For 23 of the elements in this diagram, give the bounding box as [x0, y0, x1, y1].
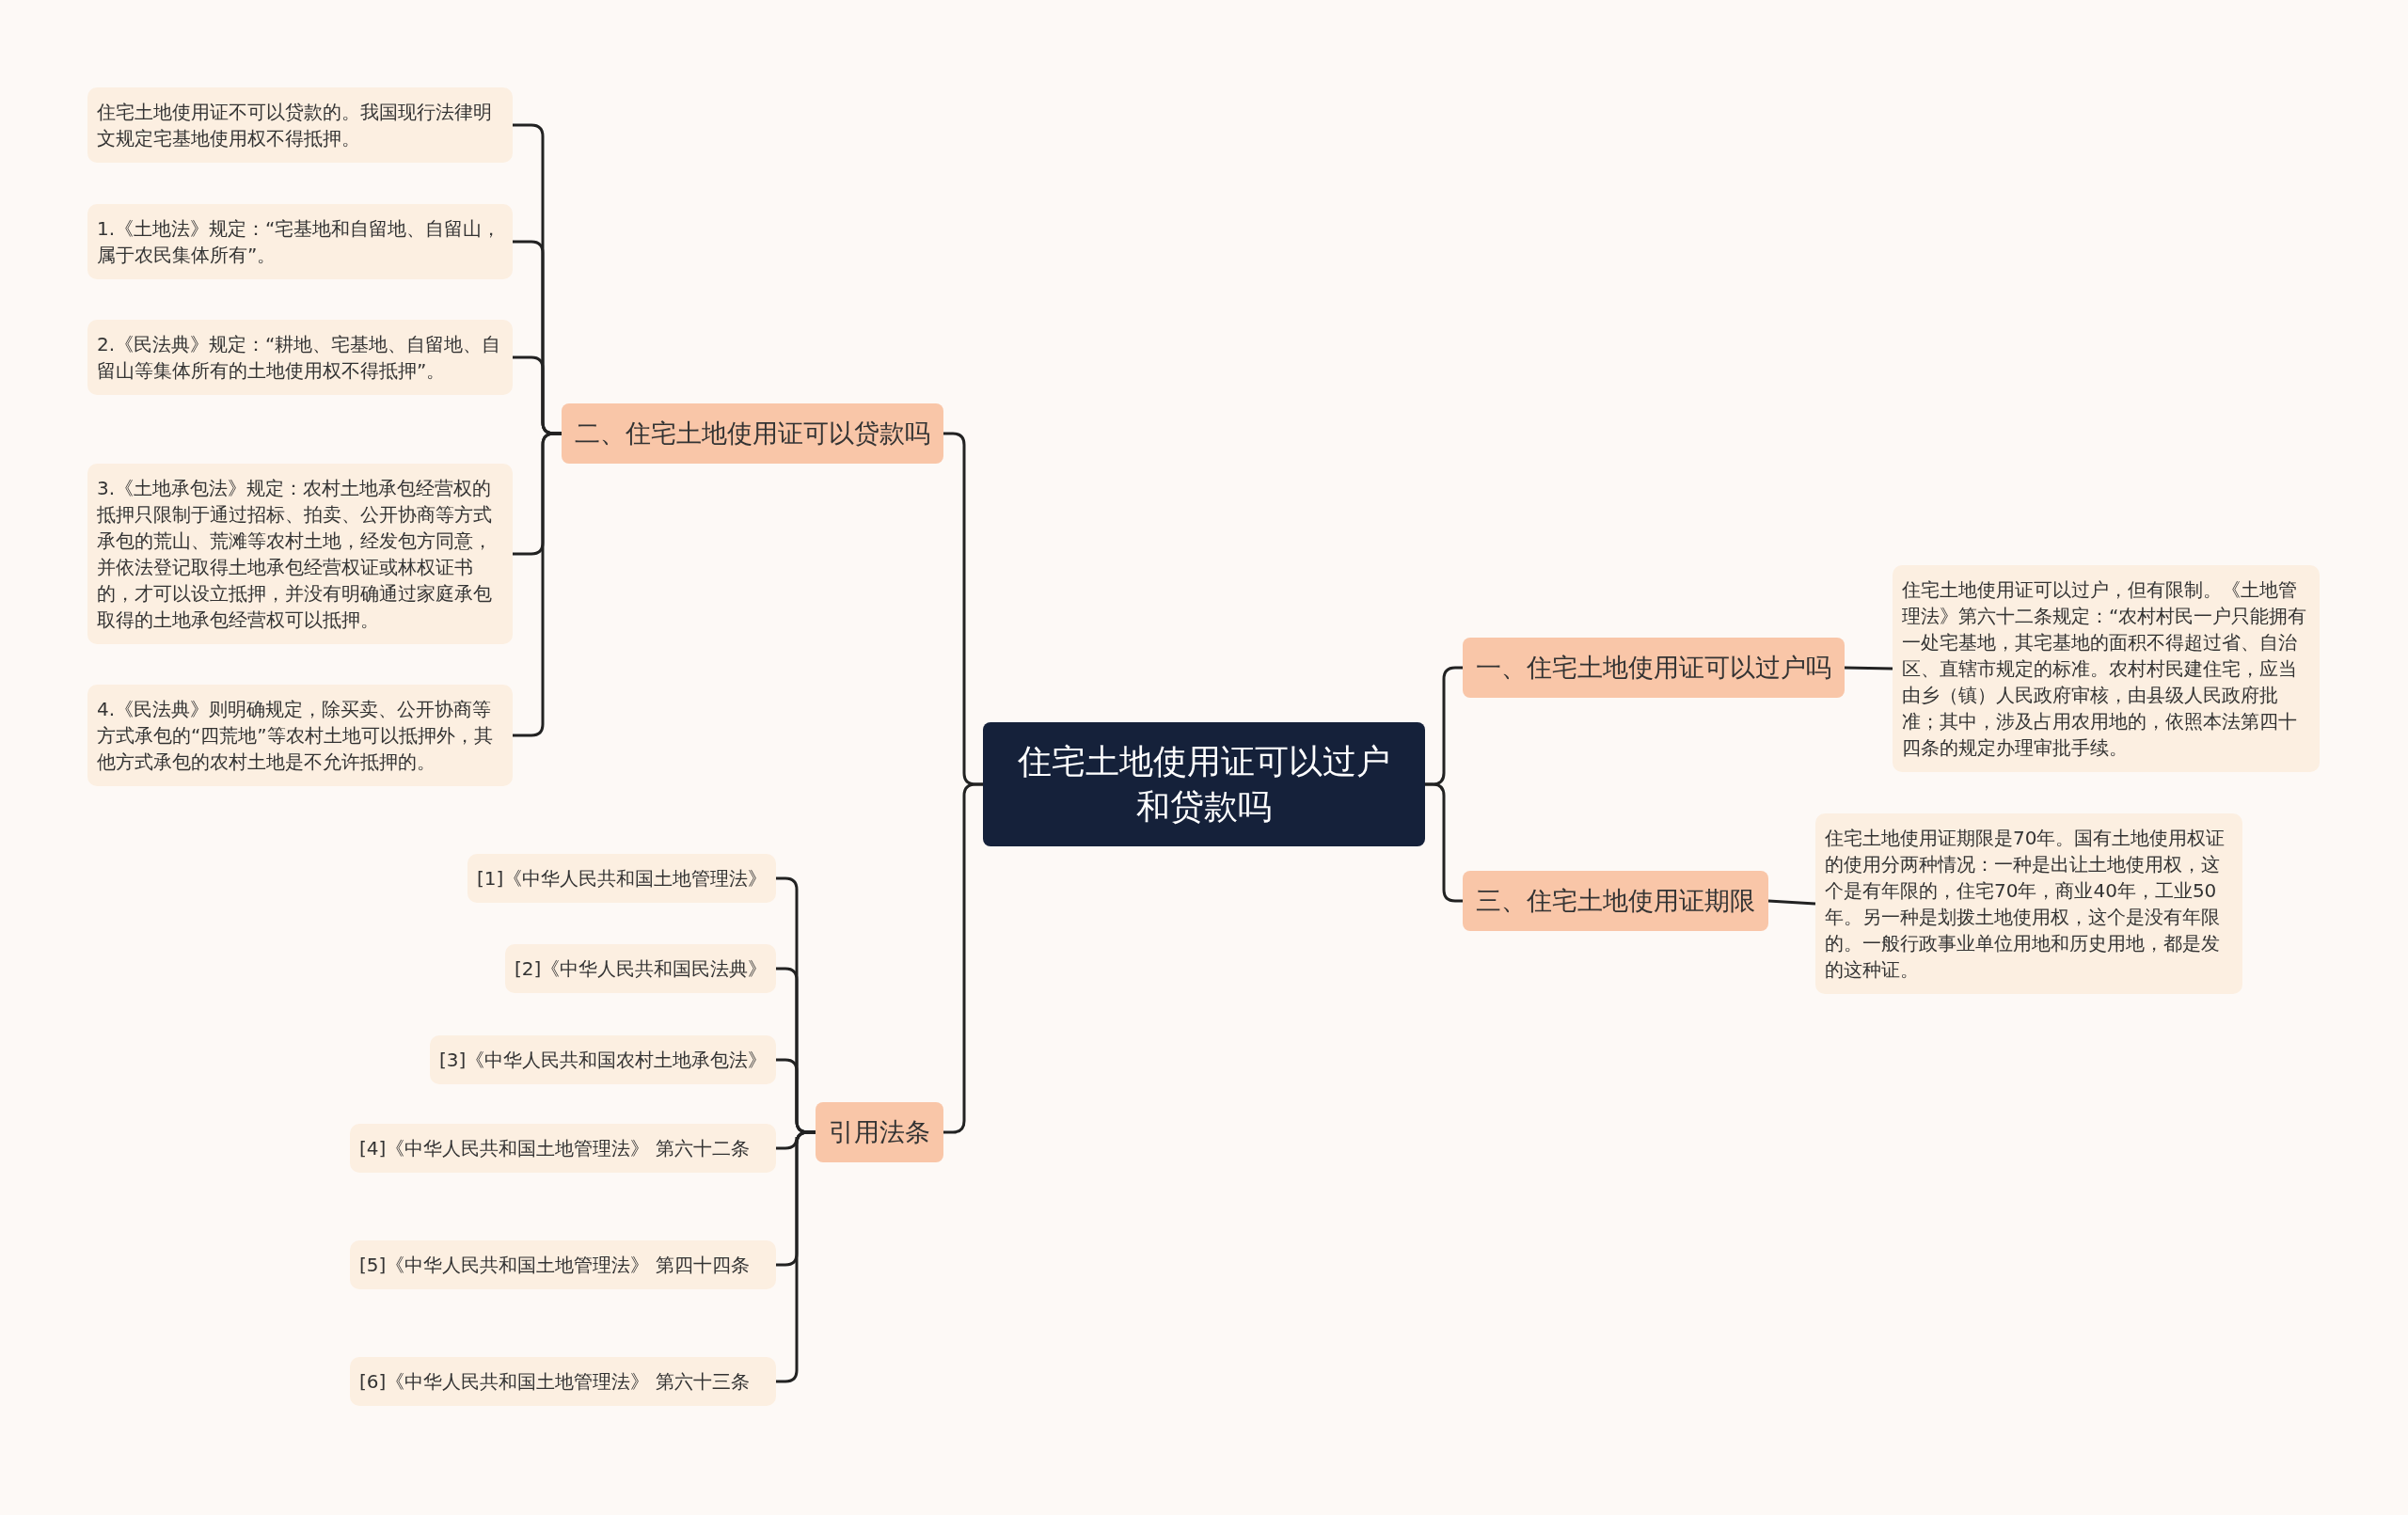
note-box: [6]《中华人民共和国土地管理法》 第六十三条 — [350, 1357, 776, 1406]
note-box: [5]《中华人民共和国土地管理法》 第四十四条 — [350, 1240, 776, 1289]
connector — [1767, 899, 1816, 906]
connector — [1844, 666, 1893, 671]
note-box: [1]《中华人民共和国土地管理法》 — [467, 854, 777, 903]
connector — [1425, 782, 1463, 903]
topic-box: 二、住宅土地使用证可以贷款吗 — [562, 403, 943, 464]
note-box: 住宅土地使用证可以过户，但有限制。《土地管理法》第六十二条规定：“农村村民一户只能拥有一处宅基地，其宅基地的面积不得超过省、自治区、直辖市规定的标准。农村村民建住宅，应当由乡（镇）人民政府审核，由县级人民政府批准；其中，涉及占用农用地的，依照本法第四十四条的规定办理审批手续。 — [1893, 565, 2320, 772]
central-topic-box: 住宅土地使用证可以过户和贷款吗 — [983, 722, 1425, 846]
connector — [776, 1130, 816, 1383]
note-box: [4]《中华人民共和国土地管理法》 第六十二条 — [350, 1124, 776, 1173]
topic-box: 引用法条 — [816, 1102, 943, 1162]
note-box: 4.《民法典》则明确规定，除买卖、公开协商等方式承包的“四荒地”等农村土地可以抵押外，其他方式承包的农村土地是不允许抵押的。 — [87, 685, 513, 786]
note-box: [2]《中华人民共和国民法典》 — [505, 944, 777, 993]
connector — [943, 782, 983, 1134]
note-box: 住宅土地使用证不可以贷款的。我国现行法律明文规定宅基地使用权不得抵押。 — [87, 87, 513, 163]
note-box: 1.《土地法》规定：“宅基地和自留地、自留山，属于农民集体所有”。 — [87, 204, 513, 279]
note-box: [3]《中华人民共和国农村土地承包法》 — [430, 1035, 777, 1084]
note-box: 3.《土地承包法》规定：农村土地承包经营权的抵押只限制于通过招标、拍卖、公开协商等方式承包的荒山、荒滩等农村土地，经发包方同意，并依法登记取得土地承包经营权证或林权证书的，才可以设立抵押，并没有明确通过家庭承包取得的土地承包经营权可以抵押。 — [87, 464, 513, 644]
topic-box: 一、住宅土地使用证可以过户吗 — [1463, 638, 1845, 698]
note-box: 2.《民法典》规定：“耕地、宅基地、自留地、自留山等集体所有的土地使用权不得抵押”。 — [87, 320, 513, 395]
topic-box: 三、住宅土地使用证期限 — [1463, 871, 1768, 931]
note-box: 住宅土地使用证期限是70年。国有土地使用权证的使用分两种情况：一种是出让土地使用权，这个是有年限的，住宅70年，商业40年，工业50年。另一种是划拨土地使用权，这个是没有年限的。一般行政事业单位用地和历史用地，都是发的这种证。 — [1815, 813, 2242, 994]
